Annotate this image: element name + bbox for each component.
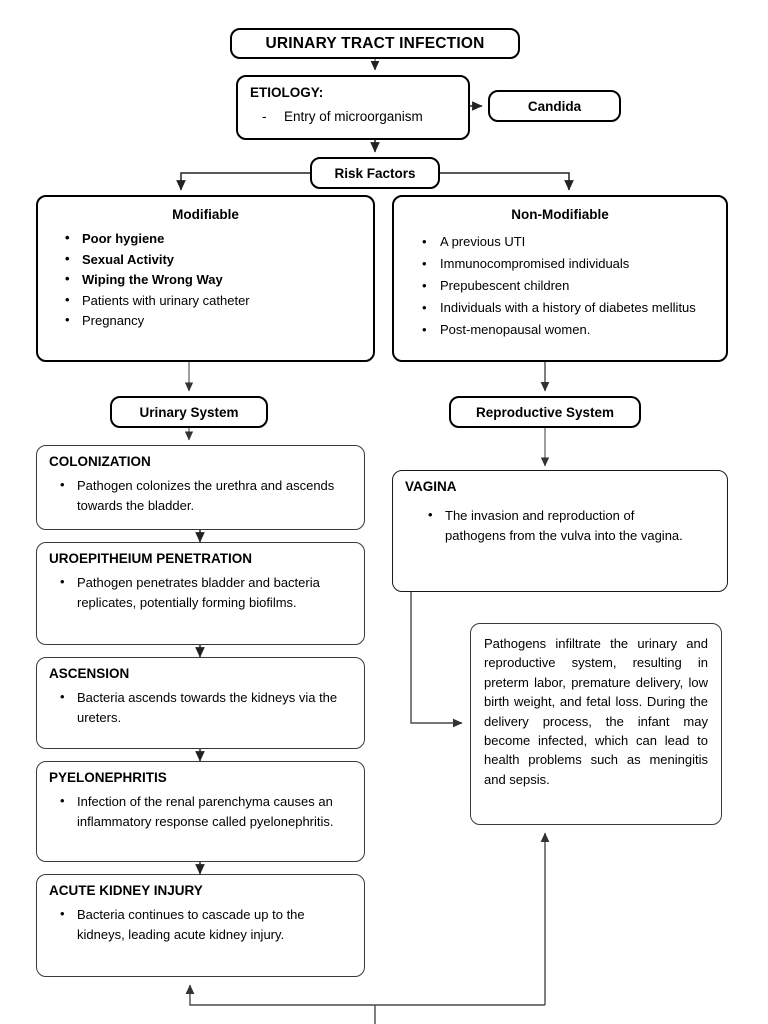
node-outcome-paragraph[interactable]: Pathogens infiltrate the urinary and rep… bbox=[470, 623, 722, 825]
list-item: Patients with urinary catheter bbox=[65, 290, 361, 311]
list-item: A previous UTI bbox=[422, 231, 712, 253]
modifiable-header: Modifiable bbox=[172, 207, 239, 222]
node-modifiable[interactable]: Modifiable Poor hygiene Sexual Activity … bbox=[36, 195, 375, 362]
uroepitheium-header: UROEPITHEIUM PENETRATION bbox=[49, 551, 253, 566]
vagina-list: The invasion and reproduction of pathoge… bbox=[393, 505, 727, 545]
list-item: Pathogen colonizes the urethra and ascen… bbox=[60, 475, 352, 515]
etiology-item: Entry of microorganism bbox=[238, 107, 468, 127]
list-item: Prepubescent children bbox=[422, 275, 712, 297]
etiology-header: ETIOLOGY: bbox=[250, 85, 324, 100]
pyelonephritis-header: PYELONEPHRITIS bbox=[49, 770, 167, 785]
outcome-paragraph-text: Pathogens infiltrate the urinary and rep… bbox=[484, 636, 708, 787]
pyelonephritis-list: Infection of the renal parenchyma causes… bbox=[37, 791, 364, 831]
vagina-header: VAGINA bbox=[405, 479, 457, 494]
acute-kidney-injury-header: ACUTE KIDNEY INJURY bbox=[49, 883, 203, 898]
ascension-header: ASCENSION bbox=[49, 666, 130, 681]
list-item: Bacteria ascends towards the kidneys via… bbox=[60, 687, 352, 727]
list-item: Pathogen penetrates bladder and bacteria… bbox=[60, 572, 352, 612]
colonization-list: Pathogen colonizes the urethra and ascen… bbox=[37, 475, 364, 515]
node-candida[interactable]: Candida bbox=[488, 90, 621, 122]
risk-factors-label: Risk Factors bbox=[334, 165, 416, 181]
list-item: Pregnancy bbox=[65, 310, 361, 331]
acute-kidney-injury-list: Bacteria continues to cascade up to the … bbox=[37, 904, 364, 944]
list-item: Sexual Activity bbox=[65, 249, 361, 270]
list-item: Infection of the renal parenchyma causes… bbox=[60, 791, 352, 831]
list-item: Wiping the Wrong Way bbox=[65, 269, 361, 290]
list-item: The invasion and reproduction of pathoge… bbox=[428, 505, 697, 545]
colonization-header: COLONIZATION bbox=[49, 454, 151, 469]
node-uroepitheium-penetration[interactable]: UROEPITHEIUM PENETRATION Pathogen penetr… bbox=[36, 542, 365, 645]
uroepitheium-list: Pathogen penetrates bladder and bacteria… bbox=[37, 572, 364, 612]
node-ascension[interactable]: ASCENSION Bacteria ascends towards the k… bbox=[36, 657, 365, 749]
list-item: Immunocompromised individuals bbox=[422, 253, 712, 275]
list-item: Bacteria continues to cascade up to the … bbox=[60, 904, 352, 944]
node-etiology[interactable]: ETIOLOGY: Entry of microorganism bbox=[236, 75, 470, 140]
urinary-system-label: Urinary System bbox=[139, 404, 239, 420]
node-urinary-system[interactable]: Urinary System bbox=[110, 396, 268, 428]
candida-label: Candida bbox=[527, 98, 582, 114]
node-title-label: URINARY TRACT INFECTION bbox=[265, 34, 485, 52]
node-reproductive-system[interactable]: Reproductive System bbox=[449, 396, 641, 428]
reproductive-system-label: Reproductive System bbox=[475, 404, 615, 420]
node-colonization[interactable]: COLONIZATION Pathogen colonizes the uret… bbox=[36, 445, 365, 530]
node-pyelonephritis[interactable]: PYELONEPHRITIS Infection of the renal pa… bbox=[36, 761, 365, 862]
list-item: Post-menopausal women. bbox=[422, 319, 712, 341]
node-risk-factors[interactable]: Risk Factors bbox=[310, 157, 440, 189]
non-modifiable-list: A previous UTI Immunocompromised individ… bbox=[394, 231, 726, 341]
non-modifiable-header: Non-Modifiable bbox=[511, 207, 609, 222]
node-urinary-tract-infection[interactable]: URINARY TRACT INFECTION bbox=[230, 28, 520, 59]
node-acute-kidney-injury[interactable]: ACUTE KIDNEY INJURY Bacteria continues t… bbox=[36, 874, 365, 977]
list-item: Individuals with a history of diabetes m… bbox=[422, 297, 712, 319]
node-non-modifiable[interactable]: Non-Modifiable A previous UTI Immunocomp… bbox=[392, 195, 728, 362]
modifiable-list: Poor hygiene Sexual Activity Wiping the … bbox=[38, 228, 373, 331]
ascension-list: Bacteria ascends towards the kidneys via… bbox=[37, 687, 364, 727]
connector-vagina-to-outcome bbox=[410, 592, 463, 728]
list-item: Poor hygiene bbox=[65, 228, 361, 249]
node-vagina[interactable]: VAGINA The invasion and reproduction of … bbox=[392, 470, 728, 592]
